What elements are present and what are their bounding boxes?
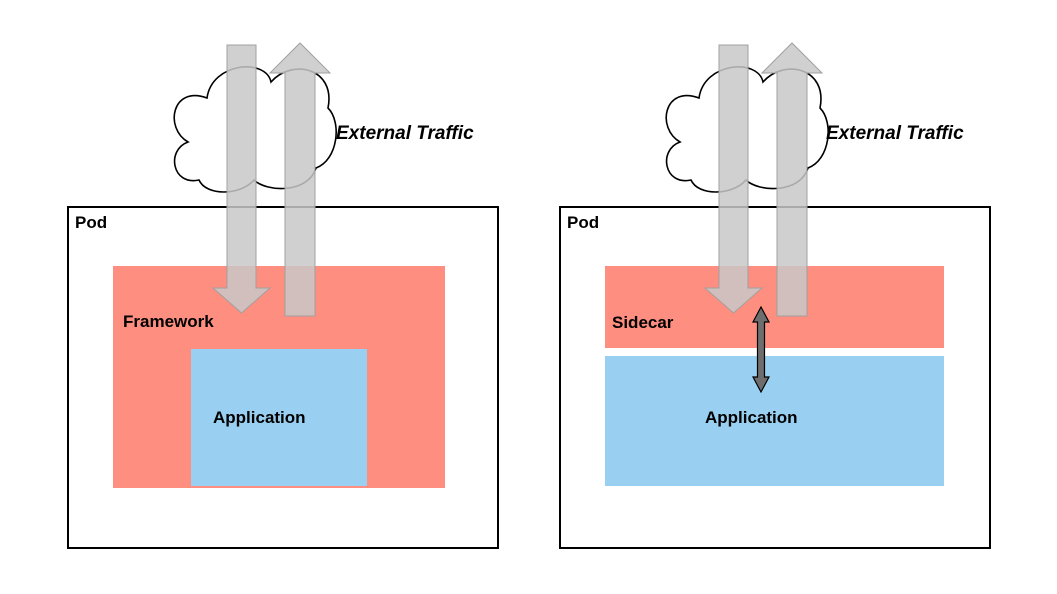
traffic-graphics bbox=[173, 42, 337, 317]
external-traffic-label: External Traffic bbox=[336, 123, 474, 144]
outbound-arrow bbox=[268, 42, 332, 317]
application-label: Application bbox=[705, 408, 798, 427]
external-traffic-label: External Traffic bbox=[826, 123, 964, 144]
application-block bbox=[605, 356, 944, 486]
sidecar-diagram: Pod Sidecar Application External Traffic bbox=[492, 0, 1020, 594]
pod-label: Pod bbox=[75, 213, 108, 232]
application-label: Application bbox=[213, 408, 306, 427]
pod-container bbox=[559, 206, 991, 549]
pod-label: Pod bbox=[567, 213, 600, 232]
sidecar-block bbox=[605, 266, 944, 348]
sidecar-label: Sidecar bbox=[612, 313, 674, 332]
application-block bbox=[191, 349, 367, 486]
traffic-graphics bbox=[665, 42, 829, 394]
framework-label: Framework bbox=[123, 312, 214, 331]
inbound-arrow bbox=[211, 44, 272, 314]
framework-diagram: Pod Framework Application External Traff… bbox=[0, 0, 528, 594]
outbound-arrow bbox=[760, 42, 824, 317]
pod-container bbox=[67, 206, 499, 549]
sidecar-application-connector-arrow bbox=[752, 305, 770, 394]
inbound-arrow bbox=[703, 44, 764, 314]
